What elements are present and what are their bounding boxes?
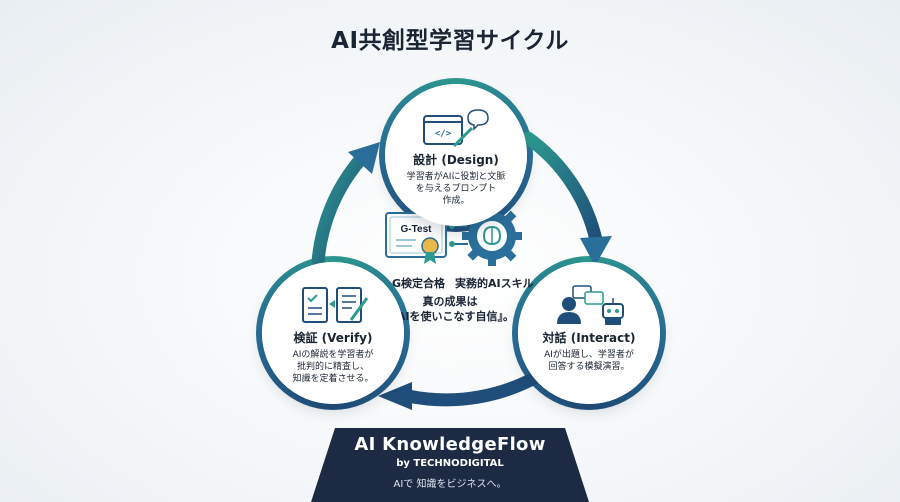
brand-subtitle: by TECHNODIGITAL — [396, 458, 504, 469]
brand-banner — [311, 428, 589, 502]
node-design-desc-line: を与えるプロンプト — [415, 184, 497, 194]
node-design: </> 設計 (Design) 学習者がAIに役割と文脈 を与えるプロンプト 作… — [379, 78, 533, 232]
node-design-desc-line: 学習者がAIに役割と文脈 — [406, 172, 506, 182]
arrowhead-interact — [580, 236, 612, 266]
node-verify-desc-line: 知識を定着させる。 — [292, 374, 374, 384]
arrow-interact-to-verify — [401, 365, 552, 407]
center-tagline: 真の成果は 『AIを使いこなす自信』。 — [375, 294, 525, 324]
node-design-desc-line: 作成。 — [442, 196, 470, 206]
arrowhead-design — [348, 142, 380, 174]
node-verify-desc-line: AIの解説を学習者が — [292, 350, 374, 360]
center-tagline-line-2: 『AIを使いこなす自信』。 — [385, 310, 515, 323]
code-editor-pen-icon: </> — [423, 109, 489, 148]
node-interact-desc: AIが出題し、学習者が 回答する模擬演習。 — [530, 349, 648, 373]
node-interact-desc-line: AIが出題し、学習者が — [544, 350, 634, 360]
node-interact-title: 対話 (Interact) — [542, 331, 636, 345]
arrowhead-verify — [378, 382, 412, 410]
node-verify: 検証 (Verify) AIの解説を学習者が 批判的に精査し、 知識を定着させる… — [256, 256, 410, 410]
center-label-right: 実務的AIスキル — [455, 277, 534, 290]
center-label-left: G検定合格 — [392, 277, 446, 290]
node-design-title: 設計 (Design) — [413, 153, 499, 167]
checklist-document-icon — [302, 287, 369, 323]
brand-title: AI KnowledgeFlow — [354, 434, 546, 455]
node-interact-desc-line: 回答する模擬演習。 — [548, 362, 630, 372]
certificate-icon: G-Test — [385, 212, 447, 264]
person-robot-chat-icon — [557, 285, 624, 325]
node-verify-desc-line: 批判的に精査し、 — [296, 362, 369, 372]
node-interact: 対話 (Interact) AIが出題し、学習者が 回答する模擬演習。 — [512, 256, 666, 410]
brand-banner-text: AI KnowledgeFlow by TECHNODIGITAL AIで 知識… — [311, 434, 589, 490]
node-design-desc: 学習者がAIに役割と文脈 を与えるプロンプト 作成。 — [397, 171, 515, 207]
brand-tagline: AIで 知識をビジネスへ。 — [393, 479, 507, 490]
connector-icon — [449, 223, 468, 247]
arrow-verify-to-design — [311, 153, 367, 269]
center-tagline-line-1: 真の成果は — [422, 295, 478, 308]
arrow-design-to-interact — [521, 131, 603, 247]
node-verify-title: 検証 (Verify) — [293, 331, 373, 345]
node-verify-desc: AIの解説を学習者が 批判的に精査し、 知識を定着させる。 — [274, 349, 392, 385]
gear-brain-icon — [462, 206, 522, 266]
svg-text:</>: </> — [435, 129, 452, 139]
certificate-text: G-Test — [401, 224, 433, 235]
page-title: AI共創型学習サイクル — [331, 28, 569, 54]
